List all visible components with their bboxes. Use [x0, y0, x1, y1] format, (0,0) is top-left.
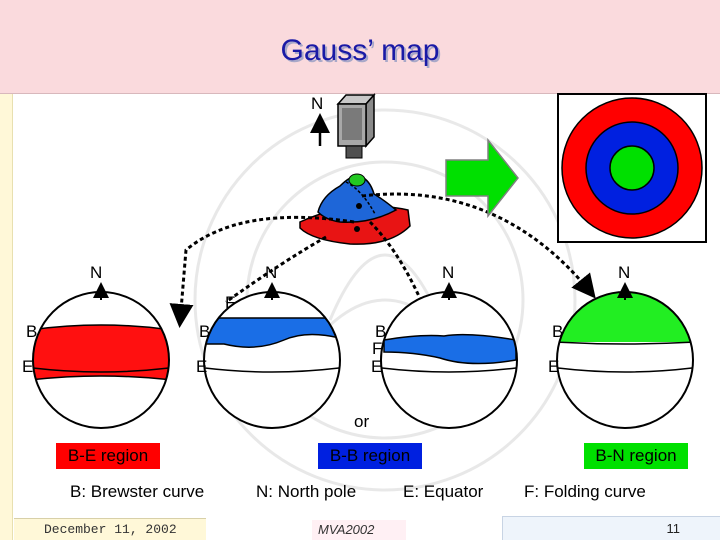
region-box-be [56, 443, 160, 469]
label-e-sphere1: E [22, 357, 34, 376]
region-label-be: B-E region [67, 446, 149, 465]
label-b-sphere2: B [199, 322, 211, 341]
gauss-map-result [557, 93, 707, 243]
footer-page-number: 11 [502, 516, 720, 540]
camera-icon [336, 93, 376, 159]
label-b-sphere4: B [552, 322, 564, 341]
label-n-top: N [311, 94, 324, 113]
legend-equator: E: Equator [403, 482, 484, 501]
label-e-sphere3: E [371, 357, 383, 376]
region-box-bb [318, 443, 422, 469]
sphere-bb-alt [380, 282, 518, 429]
label-n-sphere3: N [442, 263, 455, 282]
label-or: or [354, 412, 370, 431]
label-e-sphere2: E [196, 357, 208, 376]
region-box-bn [584, 443, 688, 469]
label-b-sphere1: B [26, 322, 38, 341]
legend-brewster: B: Brewster curve [70, 482, 205, 501]
sphere-bb [203, 282, 341, 429]
label-b-sphere3: B [375, 322, 387, 341]
left-decor-strip [0, 0, 13, 540]
label-f-top: F [225, 293, 236, 312]
label-f-sphere3: F [372, 339, 383, 358]
label-n-sphere4: N [618, 263, 631, 282]
label-n-sphere1: N [90, 263, 103, 282]
legend-north: N: North pole [256, 482, 357, 501]
footer-date: December 11, 2002 [14, 518, 206, 540]
region-label-bb: B-B region [329, 446, 411, 465]
footer-venue: MVA2002 [312, 520, 406, 540]
legend-folding: F: Folding curve [524, 482, 646, 501]
label-n-sphere2: N [265, 263, 278, 282]
label-e-sphere4: E [548, 357, 560, 376]
object-surface [299, 173, 411, 245]
block-arrow [445, 137, 519, 219]
title-band [0, 0, 720, 94]
page-title: Gauss’ map [280, 34, 440, 67]
region-label-bn: B-N region [595, 446, 677, 465]
sphere-be [32, 282, 170, 429]
